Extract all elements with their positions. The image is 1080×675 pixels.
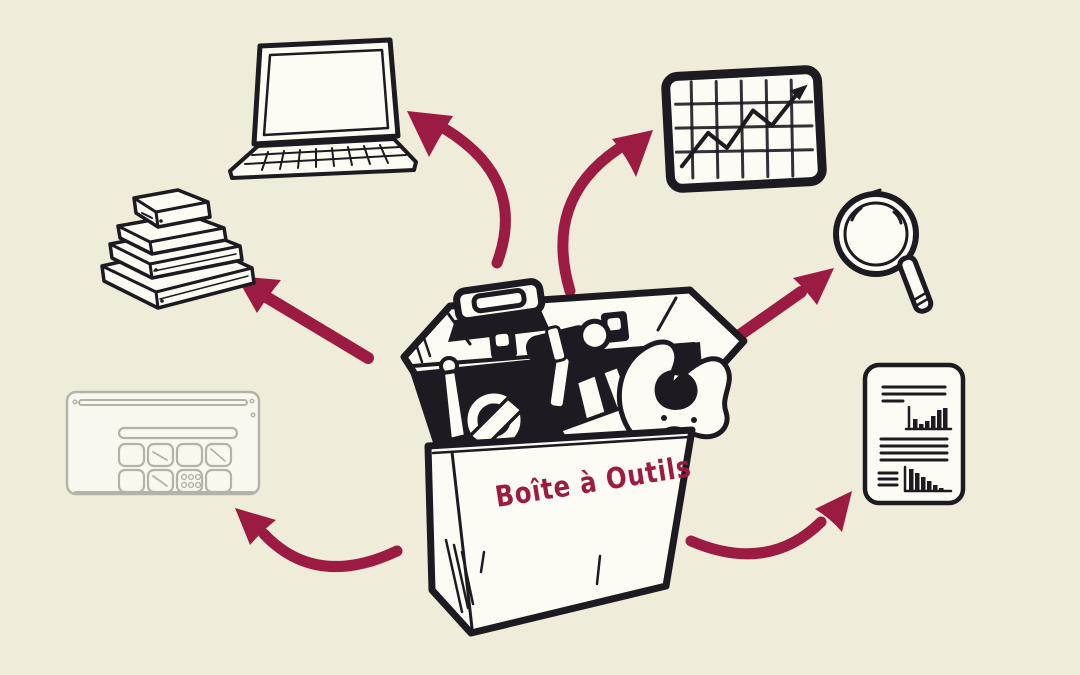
toolbox-body [424, 426, 696, 637]
arrow-to-report-document [685, 491, 852, 560]
magnifying-glass-icon [833, 188, 934, 314]
calculator-slot [78, 399, 248, 406]
arrow-to-books [236, 276, 374, 364]
trend-arrowhead [790, 84, 808, 101]
laptop-icon [228, 37, 418, 180]
report-text-lines [877, 385, 949, 487]
report-document-icon [862, 362, 966, 506]
tool-hammer [525, 318, 612, 411]
laptop-keyboard-grid [244, 144, 407, 171]
arrow-to-laptop [407, 111, 511, 269]
toolbox-icon: Boîte à Outils [400, 278, 748, 637]
trend-chart-icon [661, 65, 827, 193]
report-bar-chart-up [904, 405, 953, 431]
toolbox-handle [448, 278, 550, 342]
magnifier-handle [897, 254, 934, 314]
calculator-display [117, 426, 239, 440]
calculator-buttons [117, 442, 233, 494]
tool-screwdriver [439, 356, 468, 442]
calculator-icon [65, 390, 261, 496]
report-bar-chart-down [903, 465, 953, 493]
books-icon [100, 188, 256, 310]
trend-line [679, 88, 803, 169]
arrow-to-calculator [235, 508, 403, 572]
arrow-to-trend-chart [557, 130, 653, 297]
